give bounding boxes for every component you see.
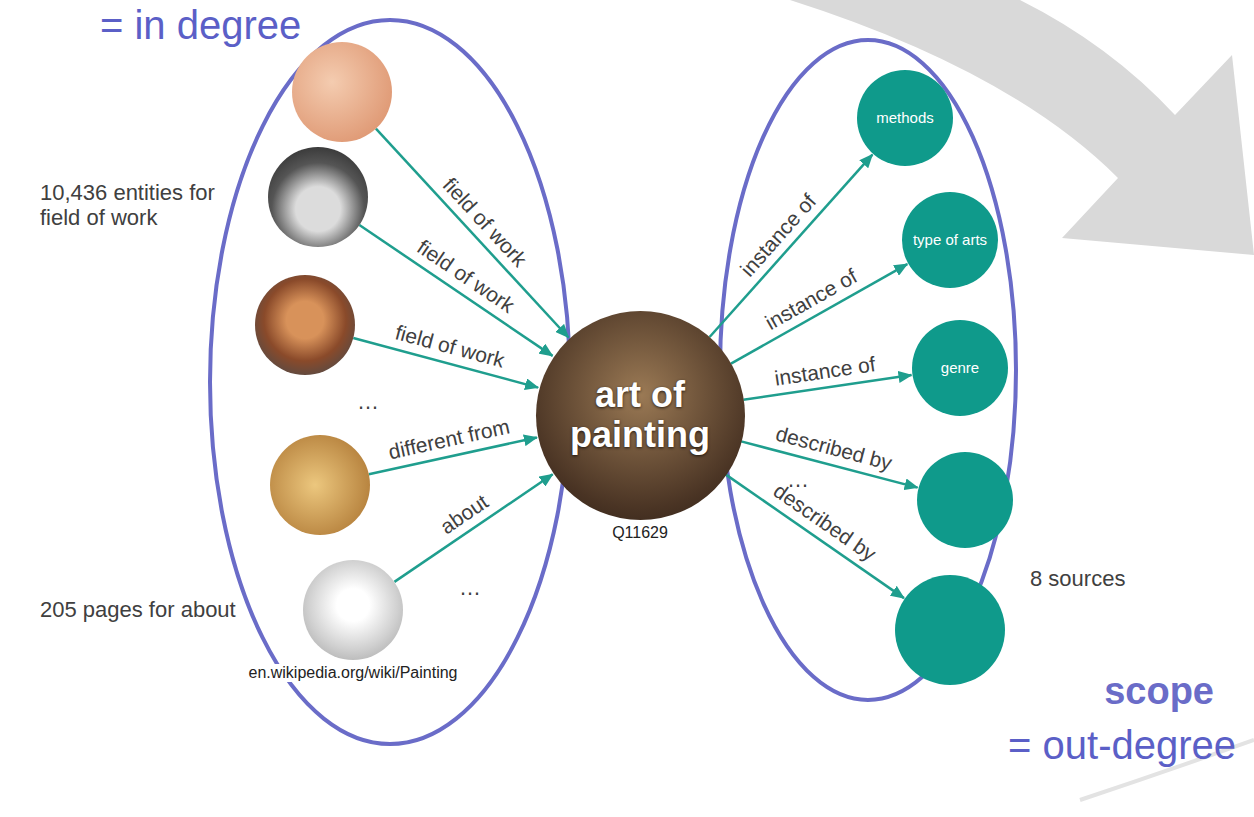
edge-label: described by	[771, 421, 896, 475]
image-circle: en.wikipedia.org/wiki/Painting	[303, 560, 403, 660]
note: 10,436 entities for field of work	[40, 180, 220, 231]
target-circle	[895, 575, 1005, 685]
target-circle: genre	[912, 320, 1008, 416]
relation-arrow	[710, 155, 873, 337]
relation-arrow	[394, 474, 552, 582]
edge-label: different from	[385, 414, 514, 464]
image-circle	[268, 147, 368, 247]
node-text: genre	[941, 360, 979, 377]
concept-circle: art of paintingQ11629	[536, 311, 745, 520]
target-circle: type of arts	[902, 192, 998, 288]
out-degree-outline	[720, 40, 1016, 700]
edge-label: instance of	[771, 351, 879, 389]
note: 205 pages for about	[40, 597, 236, 622]
ellipsis: …	[357, 389, 379, 414]
edge-label: instance of	[735, 187, 822, 281]
image-circle	[270, 435, 370, 535]
heading: = out-degree	[1008, 722, 1236, 768]
target-circle	[917, 452, 1013, 548]
caption-text: Q11629	[609, 524, 671, 542]
caption-text: en.wikipedia.org/wiki/Painting	[246, 664, 461, 682]
relation-arrow	[726, 475, 904, 598]
node-text: art of painting	[550, 375, 730, 454]
target-circle: methods	[857, 70, 953, 166]
image-circle	[255, 275, 355, 375]
node-text: type of arts	[913, 232, 987, 249]
in-degree-outline	[210, 20, 570, 744]
ellipsis: …	[459, 575, 481, 600]
edge-label: described by	[767, 478, 881, 567]
relation-arrow	[376, 129, 569, 338]
relation-arrow	[731, 264, 907, 364]
heading: = in degree	[100, 2, 301, 48]
edge-label: about	[434, 489, 494, 540]
note: 8 sources	[1030, 566, 1125, 591]
grey-arrow	[790, 0, 1254, 255]
image-circle	[292, 42, 392, 142]
edge-label: field of work	[391, 320, 509, 372]
edge-label: instance of	[759, 263, 862, 335]
node-text: methods	[876, 110, 934, 127]
heading: scope	[1104, 670, 1214, 714]
